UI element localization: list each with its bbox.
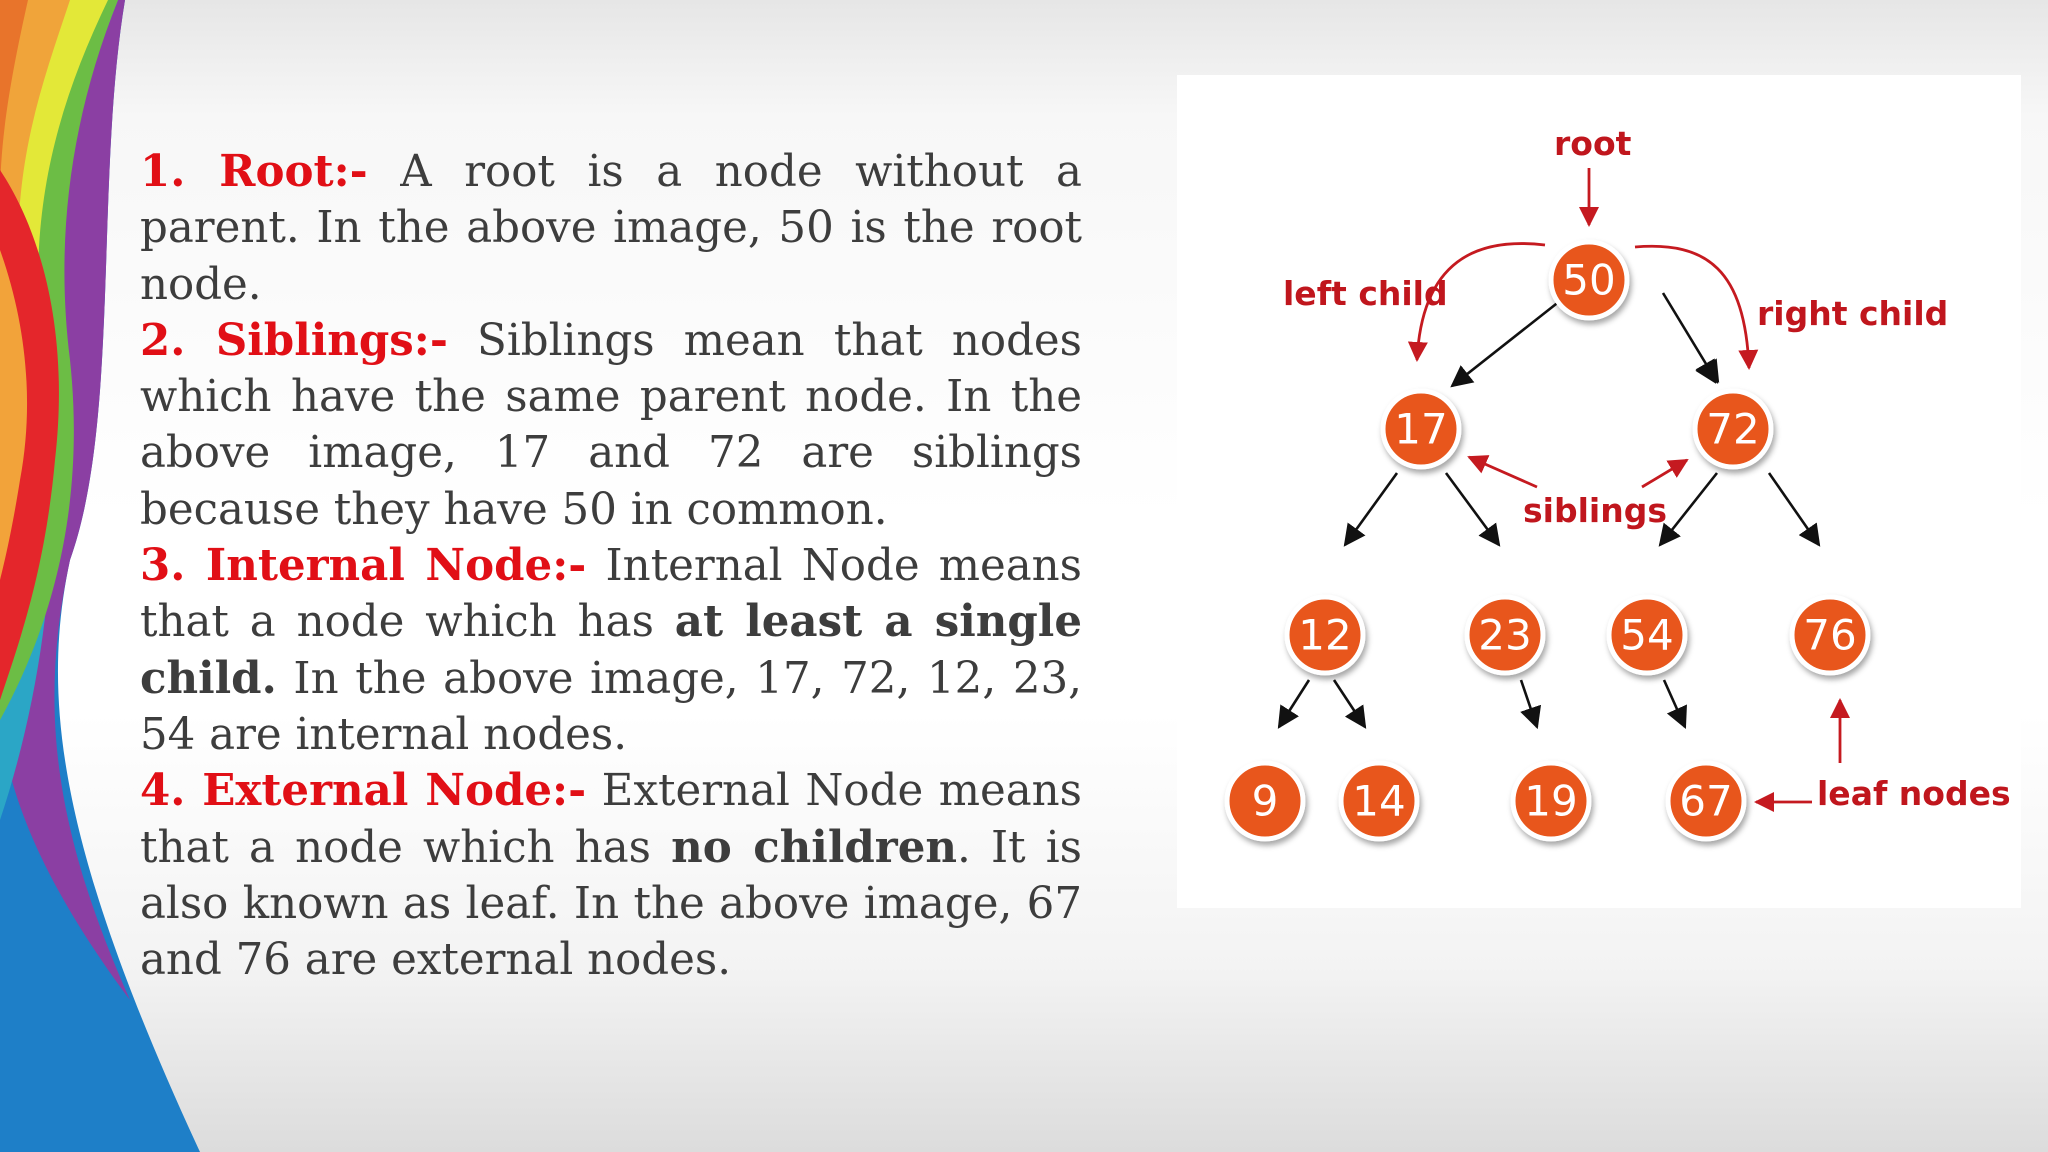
definition-root: 1. Root:- A root is a node without a par… (140, 144, 1082, 313)
edge-50-72 (1661, 292, 1719, 384)
definition-text: In the above image, 17, 72, 12, 23, 54 a… (140, 653, 1082, 760)
root-label: root (1554, 124, 1632, 163)
right-child-arrow (1634, 244, 1759, 370)
definition-internal-node: 3. Internal Node:- Internal Node means t… (140, 538, 1082, 763)
edge-72-76 (1767, 472, 1821, 547)
definition-text: . It is also known as leaf. In the above… (140, 822, 1082, 986)
siblings-label: siblings (1523, 491, 1667, 530)
definition-heading: 3. Internal Node:- (140, 540, 587, 592)
node-50: 50 (1548, 239, 1630, 321)
edge-50-17 (1450, 291, 1571, 388)
node-label: 67 (1679, 777, 1732, 826)
node-17: 17 (1380, 388, 1462, 470)
node-14: 14 (1338, 760, 1420, 842)
node-label: 23 (1478, 611, 1531, 660)
node-9: 9 (1224, 760, 1306, 842)
definition-text: A root is a node without a parent. In th… (140, 147, 1082, 310)
binary-tree-diagram: 50 17 72 12 23 54 76 9 14 19 67 root lef… (1224, 124, 2011, 842)
edge-12-9 (1277, 679, 1311, 729)
definition-text: Siblings mean that nodes which have the … (140, 315, 1082, 535)
siblings-arrow-left (1467, 455, 1538, 489)
node-label: 9 (1252, 777, 1279, 826)
node-label: 19 (1524, 777, 1577, 826)
node-23: 23 (1464, 594, 1546, 676)
node-19: 19 (1510, 760, 1592, 842)
node-label: 54 (1620, 611, 1673, 660)
left-child-label: left child (1283, 274, 1448, 313)
tree-diagram-panel: 50 17 72 12 23 54 76 9 14 19 67 root lef… (1177, 75, 2021, 908)
definition-heading: 1. Root:- (140, 146, 368, 197)
edge-54-67 (1662, 679, 1687, 730)
node-12: 12 (1284, 594, 1366, 676)
node-label: 12 (1298, 611, 1351, 660)
rainbow-stripes-decoration (0, 0, 200, 1152)
right-child-label: right child (1757, 294, 1948, 333)
edge-23-19 (1519, 679, 1542, 730)
definition-external-node: 4. External Node:- External Node means t… (140, 763, 1082, 988)
edge-17-12 (1343, 472, 1399, 547)
node-54: 54 (1606, 594, 1688, 676)
node-label: 72 (1706, 405, 1759, 454)
edge-72-54 (1658, 472, 1719, 547)
definition-siblings: 2. Siblings:- Siblings mean that nodes w… (140, 313, 1082, 538)
node-label: 76 (1803, 611, 1856, 660)
edge-12-14 (1332, 679, 1367, 729)
siblings-arrow-right (1641, 458, 1689, 489)
node-67: 67 (1665, 760, 1747, 842)
node-72: 72 (1692, 388, 1774, 470)
node-76: 76 (1789, 594, 1871, 676)
definitions-text: 1. Root:- A root is a node without a par… (140, 144, 1082, 988)
leaf-nodes-label: leaf nodes (1817, 774, 2011, 813)
edge-17-23 (1444, 472, 1501, 547)
definition-emphasis: no children (671, 821, 957, 873)
left-child-arrow (1407, 242, 1546, 362)
node-label: 14 (1352, 777, 1405, 826)
definition-heading: 2. Siblings:- (140, 314, 448, 366)
definition-emphasis: at least a single child. (140, 596, 1082, 704)
definition-text: Internal Node means that a node which ha… (140, 541, 1082, 648)
node-label: 50 (1562, 256, 1615, 305)
definition-text: External Node means that a node which ha… (140, 766, 1082, 873)
definition-heading: 4. External Node:- (140, 765, 587, 817)
node-label: 17 (1394, 405, 1447, 454)
